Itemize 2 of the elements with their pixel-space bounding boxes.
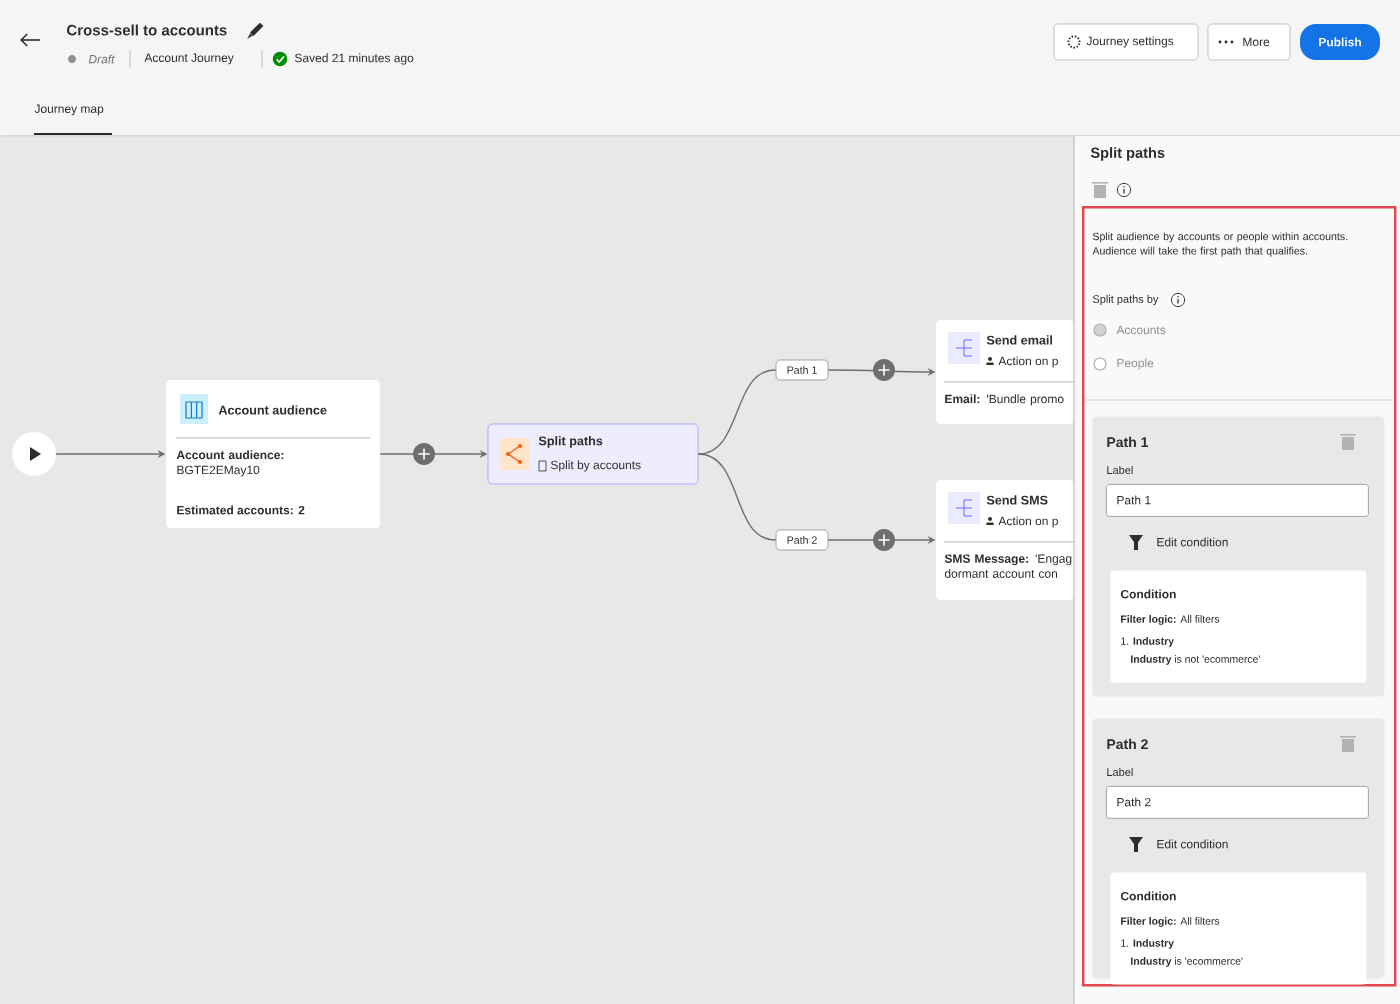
connector bbox=[697, 453, 777, 541]
connector bbox=[697, 369, 777, 455]
